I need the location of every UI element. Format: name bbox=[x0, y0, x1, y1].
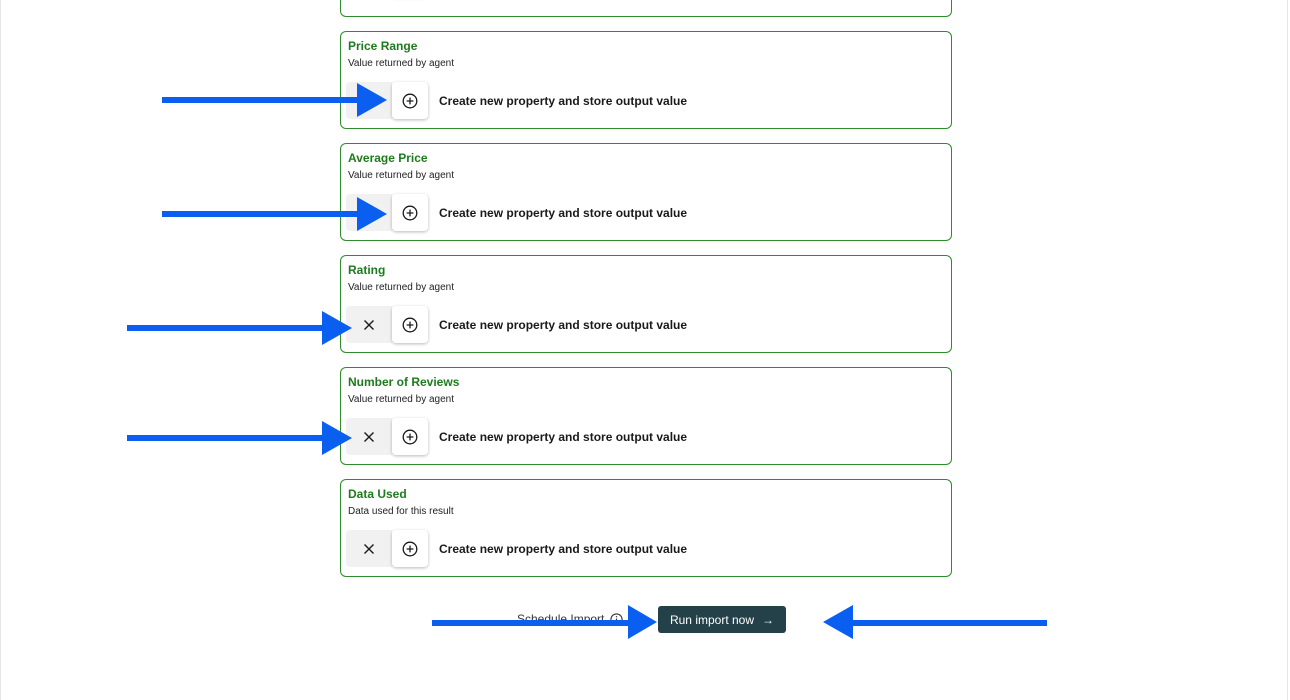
field-card-number-of-reviews: Number of Reviews Value returned by agen… bbox=[340, 367, 952, 465]
create-property-label[interactable]: Create new property and store output val… bbox=[439, 317, 688, 332]
field-action-row: Create new property and store output val… bbox=[346, 530, 687, 567]
blue-arrow-annotation bbox=[127, 421, 352, 455]
close-icon bbox=[364, 431, 374, 442]
arrow-right-icon: → bbox=[762, 612, 775, 627]
remove-slot bbox=[346, 194, 392, 231]
run-import-now-button[interactable]: Run import now → bbox=[658, 606, 786, 633]
field-action-row: Create new property and store output val… bbox=[346, 418, 687, 455]
field-title: Data Used bbox=[348, 487, 407, 501]
plus-circle-icon bbox=[402, 205, 418, 220]
run-import-label: Run import now bbox=[669, 612, 755, 627]
field-card-price-range: Price Range Value returned by agent Crea… bbox=[340, 31, 952, 129]
field-card-rating: Rating Value returned by agent Create ne… bbox=[340, 255, 952, 353]
field-subtitle: Value returned by agent bbox=[348, 394, 455, 405]
field-subtitle: Value returned by agent bbox=[348, 170, 455, 181]
add-property-button[interactable] bbox=[392, 194, 428, 231]
create-property-label[interactable]: Create new property and store output val… bbox=[439, 541, 688, 556]
create-property-label[interactable]: Create new property and store output val… bbox=[439, 205, 688, 220]
plus-circle-icon bbox=[402, 317, 418, 332]
field-subtitle: Data used for this result bbox=[348, 506, 454, 517]
close-icon bbox=[364, 543, 374, 554]
remove-mapping-button[interactable] bbox=[358, 314, 380, 336]
close-icon bbox=[364, 319, 374, 330]
remove-mapping-button[interactable] bbox=[358, 426, 380, 448]
info-icon[interactable] bbox=[610, 612, 624, 626]
field-action-row: Create new property and store output val… bbox=[346, 82, 687, 119]
add-property-button[interactable] bbox=[392, 82, 428, 119]
plus-circle-icon bbox=[402, 541, 418, 556]
remove-slot bbox=[346, 82, 392, 119]
add-property-button[interactable] bbox=[392, 306, 428, 343]
field-title: Average Price bbox=[348, 151, 428, 165]
remove-slot bbox=[346, 530, 392, 567]
plus-circle-icon bbox=[402, 429, 418, 444]
add-property-button[interactable] bbox=[392, 530, 428, 567]
import-actions-bar: Schedule Import Run import now → bbox=[1, 606, 1289, 634]
remove-slot bbox=[346, 418, 392, 455]
field-action-row: Create new property and store output val… bbox=[346, 306, 687, 343]
field-card-partial bbox=[340, 0, 952, 17]
field-subtitle: Value returned by agent bbox=[348, 58, 455, 69]
create-property-label[interactable]: Create new property and store output val… bbox=[439, 429, 688, 444]
field-title: Rating bbox=[348, 263, 386, 277]
add-property-button[interactable] bbox=[392, 418, 428, 455]
remove-mapping-button[interactable] bbox=[358, 538, 380, 560]
field-title: Price Range bbox=[348, 39, 418, 53]
plus-circle-icon bbox=[402, 93, 418, 108]
field-card-data-used: Data Used Data used for this result Crea… bbox=[340, 479, 952, 577]
create-property-label[interactable]: Create new property and store output val… bbox=[439, 93, 688, 108]
field-action-row: Create new property and store output val… bbox=[346, 194, 687, 231]
schedule-import-link[interactable]: Schedule Import bbox=[517, 612, 624, 626]
field-card-average-price: Average Price Value returned by agent Cr… bbox=[340, 143, 952, 241]
remove-slot bbox=[346, 306, 392, 343]
field-title: Number of Reviews bbox=[348, 375, 460, 389]
field-subtitle: Value returned by agent bbox=[348, 282, 455, 293]
blue-arrow-annotation bbox=[127, 311, 352, 345]
schedule-import-label: Schedule Import bbox=[517, 612, 605, 626]
